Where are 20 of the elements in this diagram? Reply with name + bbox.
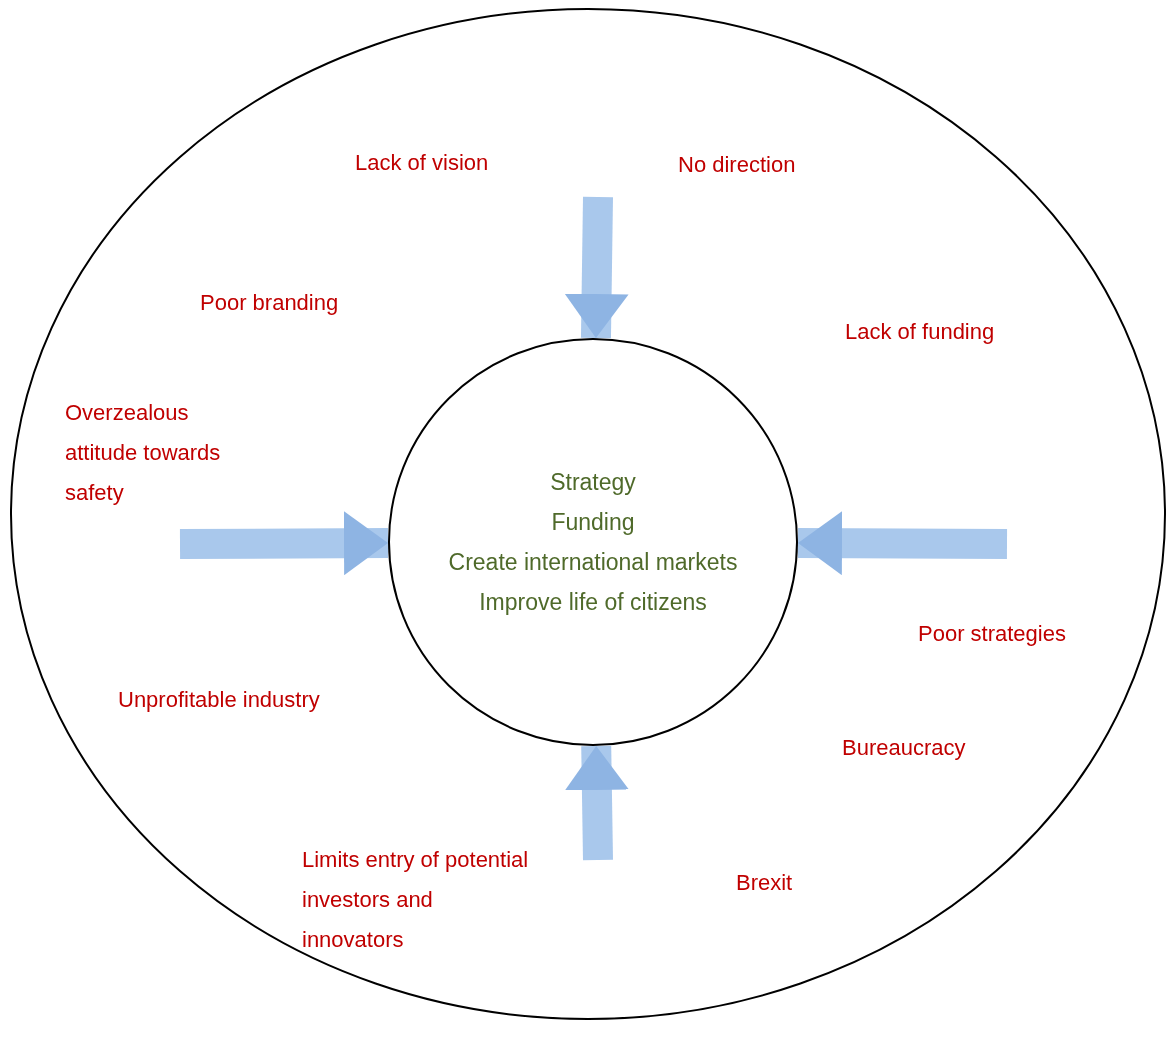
goal-text: Improve life of citizens — [479, 588, 707, 617]
issue-text: Poor strategies — [918, 620, 1066, 648]
issue-text: Brexit — [736, 869, 793, 897]
block-arrow — [564, 745, 629, 861]
issue-text: Limits entry of potential investors and innovators — [302, 846, 530, 954]
issue-text: Lack of funding — [845, 318, 995, 346]
goal-text: Strategy — [550, 468, 636, 497]
issue-text: Unprofitable industry — [118, 686, 320, 714]
issue-text: Poor branding — [200, 289, 339, 317]
goal-text: Funding — [551, 508, 635, 537]
block-arrow — [797, 511, 1008, 576]
outer-ellipse — [10, 8, 1166, 1020]
block-arrow — [179, 511, 389, 576]
block-arrow — [564, 196, 629, 339]
issue-text: Overzealous attitude towards safety — [65, 399, 222, 507]
inner-circle — [388, 338, 798, 746]
issue-text: Lack of vision — [355, 149, 489, 177]
issue-text: Bureaucracy — [842, 734, 966, 762]
issue-text: No direction — [678, 151, 796, 179]
goal-text: Create international markets — [448, 548, 738, 577]
